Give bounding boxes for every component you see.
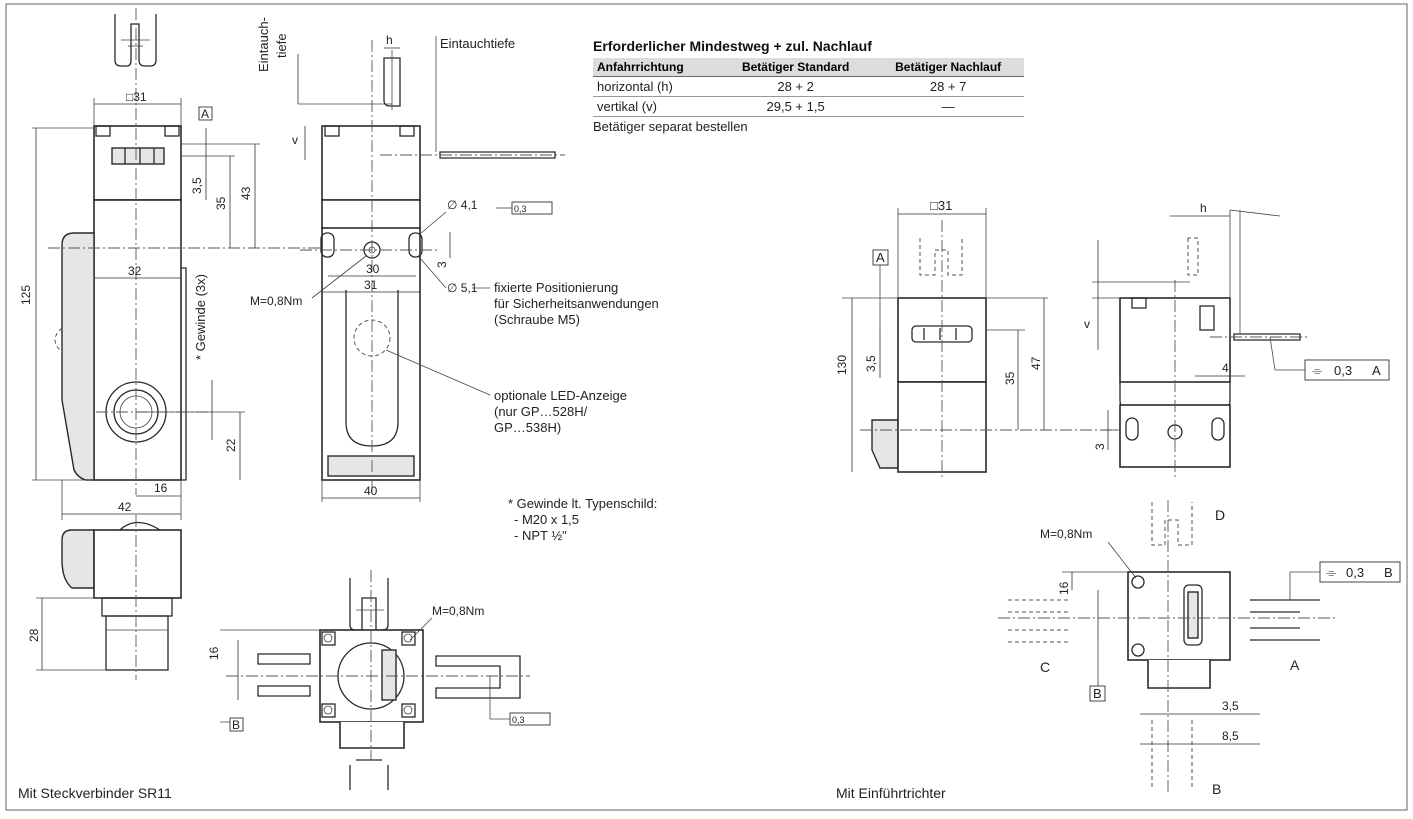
tol-ref-a: A [1372, 363, 1381, 378]
cell-nachlauf: — [872, 96, 1024, 117]
dim-42: 42 [118, 500, 132, 514]
dim-h-right: h [1200, 201, 1207, 215]
tol-b-left: 0,3 [512, 715, 525, 725]
label-led-2: (nur GP…528H/ [494, 404, 588, 419]
dim-130: 130 [835, 355, 849, 375]
label-eintauch-2: tiefe [274, 33, 289, 58]
header-anfahrrichtung: Anfahrrichtung [593, 58, 719, 77]
tol-symbol-a: ⌯ [1312, 363, 1323, 378]
dim-35: 35 [214, 196, 228, 210]
datum-b-left: B [232, 718, 240, 732]
label-torque-right: M=0,8Nm [1040, 527, 1092, 541]
right-side-view [1119, 237, 1310, 480]
label-fix-1: fixierte Positionierung [494, 280, 618, 295]
direction-b: B [1212, 781, 1221, 797]
dim-dia-4-1: ∅ 4,1 [447, 198, 478, 212]
sheet-frame [5, 3, 1408, 811]
label-eintauch-1: Eintauch- [256, 17, 271, 72]
left-side-dimensions: Eintauchtiefe Eintauch- tiefe h v 0,3 ∅ … [250, 17, 659, 543]
tol-ref-b: B [1384, 565, 1393, 580]
dim-h-left: h [386, 33, 393, 47]
tol-value-a: 0,3 [1334, 363, 1352, 378]
dim-3-5: 3,5 [190, 177, 204, 194]
dim-3-left: 3 [435, 261, 449, 268]
datum-a-right: A [876, 250, 885, 265]
dim-8-5: 8,5 [1222, 729, 1239, 743]
left-front-view [48, 8, 320, 495]
table-header-row: Anfahrrichtung Betätiger Standard Betäti… [593, 58, 1024, 77]
dim-square31: □31 [126, 90, 147, 104]
left-top-view [226, 570, 530, 790]
dim-gewinde: * Gewinde (3x) [193, 274, 208, 360]
tol-symbol-b: ⌯ [1326, 565, 1337, 580]
dim-3-5-bottom: 3,5 [1222, 699, 1239, 713]
cell-standard: 28 + 2 [718, 76, 873, 97]
left-front-dimensions: □31 A 125 43 35 3,5 32 * Gewinde (3x) 22… [19, 90, 260, 520]
right-front-view [860, 220, 1130, 480]
dim-3-5-right: 3,5 [864, 355, 878, 372]
dim-125: 125 [19, 285, 33, 305]
label-thread-1: - M20 x 1,5 [514, 512, 579, 527]
dim-dia-5-1: ∅ 5,1 [447, 281, 478, 295]
travel-table: Erforderlicher Mindestweg + zul. Nachlau… [593, 38, 1024, 134]
dim-16-left: 16 [207, 646, 221, 660]
caption-left: Mit Steckverbinder SR11 [18, 785, 172, 801]
table-title: Erforderlicher Mindestweg + zul. Nachlau… [593, 38, 872, 54]
datum-b-right: B [1093, 686, 1102, 701]
dim-32: 32 [128, 264, 142, 278]
caption-right: Mit Einführtrichter [836, 785, 946, 801]
dim-16-right: 16 [1057, 581, 1071, 595]
datum-a-left: A [201, 107, 209, 121]
header-standard: Betätiger Standard [718, 58, 873, 77]
dim-16: 16 [154, 481, 168, 495]
label-fix-3: (Schraube M5) [494, 312, 580, 327]
cell-direction: vertikal (v) [593, 96, 719, 117]
dim-v-left: v [292, 133, 298, 147]
tol-a-left: 0,3 [514, 204, 527, 214]
table-row: vertikal (v) 29,5 + 1,5 — [593, 96, 1024, 117]
tol-value-b: 0,3 [1346, 565, 1364, 580]
dim-square31-right: □31 [930, 198, 952, 213]
table-note: Betätiger separat bestellen [593, 119, 748, 134]
direction-d: D [1215, 507, 1225, 523]
cell-standard: 29,5 + 1,5 [718, 96, 873, 117]
right-side-dimensions: h v 4 ⌯ 0,3 A 3 [1084, 201, 1390, 450]
direction-c: C [1040, 659, 1050, 675]
dim-47: 47 [1029, 356, 1043, 370]
dim-35-right: 35 [1003, 371, 1017, 385]
cell-direction: horizontal (h) [593, 76, 719, 97]
right-front-dimensions: □31 A 130 3,5 35 47 [835, 198, 1048, 472]
cell-nachlauf: 28 + 7 [872, 76, 1024, 97]
dim-30: 30 [366, 262, 380, 276]
label-led-1: optionale LED-Anzeige [494, 388, 627, 403]
left-side-view [300, 40, 565, 495]
dim-28: 28 [27, 628, 41, 642]
left-top-dimensions: 16 B M=0,8Nm 0,3 [207, 604, 551, 732]
direction-a: A [1290, 657, 1300, 673]
dim-43: 43 [239, 186, 253, 200]
table-row: horizontal (h) 28 + 2 28 + 7 [593, 76, 1024, 97]
dim-22: 22 [224, 438, 238, 452]
dim-40: 40 [364, 484, 378, 498]
right-top-view [998, 500, 1335, 795]
dim-31-side: 31 [364, 278, 378, 292]
label-eintauchtiefe-top: Eintauchtiefe [440, 36, 515, 51]
label-led-3: GP…538H) [494, 420, 561, 435]
travel-data-table: Anfahrrichtung Betätiger Standard Betäti… [593, 58, 1024, 117]
label-fix-2: für Sicherheitsanwendungen [494, 296, 659, 311]
dim-v-right: v [1084, 317, 1090, 331]
header-nachlauf: Betätiger Nachlauf [872, 58, 1024, 77]
label-thread-note: * Gewinde lt. Typenschild: [508, 496, 657, 511]
label-thread-2: - NPT ½" [514, 528, 567, 543]
dim-3-right: 3 [1093, 443, 1107, 450]
label-torque-2: M=0,8Nm [432, 604, 484, 618]
left-bottom-side-view: 28 [27, 515, 182, 680]
right-top-dimensions: M=0,8Nm 16 B ⌯ 0,3 B D C A B 3,5 8,5 [1040, 507, 1401, 797]
dim-4: 4 [1222, 361, 1229, 375]
label-torque-1: M=0,8Nm [250, 294, 302, 308]
